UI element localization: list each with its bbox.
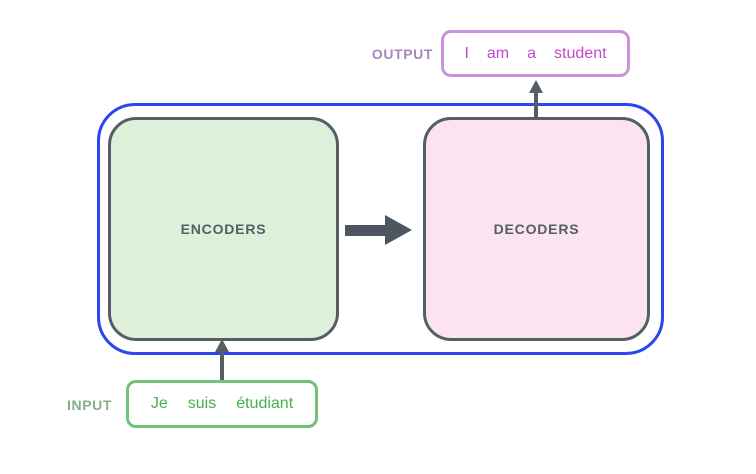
- encoders-box: ENCODERS: [108, 117, 339, 341]
- output-token: am: [486, 44, 510, 62]
- decoders-box: DECODERS: [423, 117, 650, 341]
- output-token: a: [527, 44, 537, 62]
- input-to-encoder-arrow-shaft: [220, 351, 224, 380]
- encoders-label: ENCODERS: [180, 221, 267, 237]
- input-token: étudiant: [236, 395, 294, 412]
- output-token: I: [464, 44, 469, 62]
- decoder-to-output-arrow-head: [529, 80, 543, 93]
- input-token: suis: [187, 395, 217, 412]
- decoders-label: DECODERS: [493, 221, 580, 237]
- encoder-to-decoder-arrow-shaft: [345, 225, 387, 236]
- output-label: OUTPUT: [371, 46, 433, 62]
- input-box: Je suis étudiant: [126, 380, 318, 428]
- output-token: student: [554, 44, 607, 62]
- input-token: Je: [150, 395, 168, 412]
- output-box: I am a student: [441, 30, 630, 77]
- input-label: INPUT: [67, 397, 112, 413]
- input-to-encoder-arrow-head: [215, 339, 229, 352]
- encoder-to-decoder-arrow-head: [385, 215, 412, 245]
- decoder-to-output-arrow-shaft: [534, 92, 538, 119]
